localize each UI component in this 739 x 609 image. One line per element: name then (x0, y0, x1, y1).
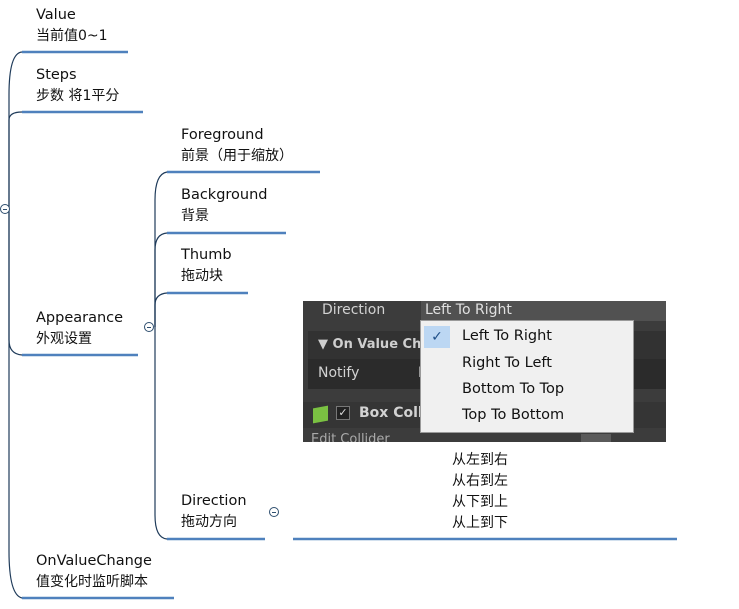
node-description: 步数 将1平分 (36, 88, 120, 104)
node-value[interactable]: Value 当前值0~1 (36, 5, 108, 47)
node-description: 拖动块 (181, 268, 223, 284)
node-background[interactable]: Background 背景 (181, 185, 268, 227)
node-description: 拖动方向 (181, 514, 237, 530)
node-onvaluechange[interactable]: OnValueChange 值变化时监听脚本 (36, 551, 152, 593)
node-thumb[interactable]: Thumb 拖动块 (181, 245, 232, 287)
node-title: Thumb (181, 247, 232, 263)
direction-note: 从右到左 (452, 473, 508, 489)
enabled-checkbox[interactable]: ✓ (336, 406, 350, 420)
edit-collider-button[interactable] (581, 434, 611, 442)
direction-select[interactable]: Left To Right (421, 301, 666, 321)
option-label: Left To Right (462, 328, 552, 344)
direction-note: 从左到右 (452, 452, 508, 468)
direction-dropdown-menu: ✓ Left To Right Right To Left Bottom To … (420, 320, 634, 433)
node-foreground[interactable]: Foreground 前景（用于缩放） (181, 125, 293, 167)
node-description: 当前值0~1 (36, 28, 108, 44)
notify-label: Notify (318, 365, 360, 381)
dropdown-option[interactable]: Right To Left (421, 351, 633, 375)
dropdown-option[interactable]: ✓ Left To Right (421, 324, 633, 348)
node-steps[interactable]: Steps 步数 将1平分 (36, 65, 119, 107)
node-title: Steps (36, 67, 77, 83)
option-label: Bottom To Top (462, 381, 565, 397)
node-title: OnValueChange (36, 553, 152, 569)
node-appearance[interactable]: Appearance 外观设置 (36, 308, 123, 350)
node-description: 值变化时监听脚本 (36, 574, 148, 590)
node-description: 外观设置 (36, 331, 92, 347)
node-title: Background (181, 187, 268, 203)
node-title: Foreground (181, 127, 264, 143)
option-label: Right To Left (462, 355, 552, 371)
node-description: 前景（用于缩放） (181, 148, 293, 164)
direction-label: Direction (322, 302, 386, 318)
collapse-appearance-toggle[interactable] (144, 322, 154, 332)
node-title: Direction (181, 493, 247, 509)
dropdown-option[interactable]: Bottom To Top (421, 377, 633, 401)
dropdown-option[interactable]: Top To Bottom (421, 403, 633, 427)
node-direction[interactable]: Direction 拖动方向 (181, 491, 247, 533)
option-label: Top To Bottom (462, 407, 565, 423)
collapse-direction-toggle[interactable] (269, 507, 279, 517)
node-title: Value (36, 7, 76, 23)
component-cube-icon (313, 405, 328, 424)
checkmark-icon: ✓ (424, 326, 450, 348)
box-collider-label: Box Colli (359, 405, 428, 421)
direction-note: 从下到上 (452, 494, 508, 510)
edit-collider-label: Edit Collider (311, 432, 390, 442)
collapse-root-toggle[interactable] (0, 204, 10, 214)
direction-notes: 从左到右 从右到左 从下到上 从上到下 (452, 450, 508, 534)
node-description: 背景 (181, 208, 209, 224)
node-title: Appearance (36, 310, 124, 326)
direction-note: 从上到下 (452, 515, 508, 531)
